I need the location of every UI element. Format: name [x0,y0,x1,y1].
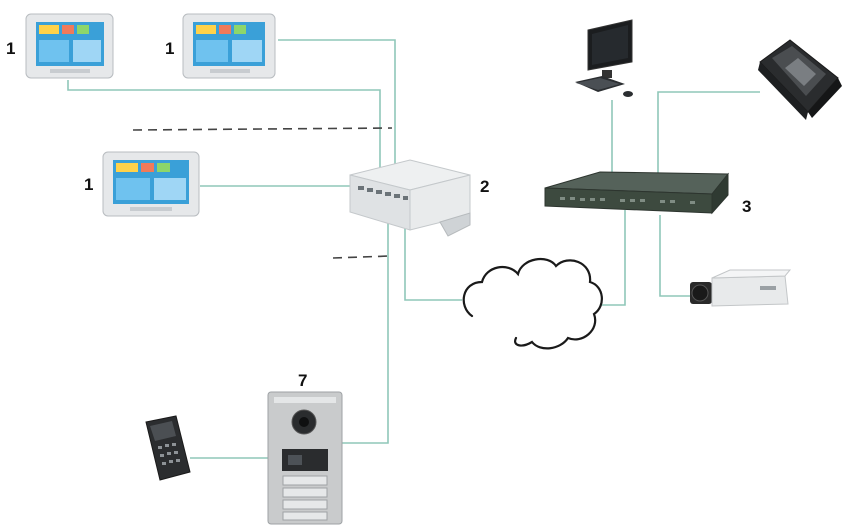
network-switch-icon [544,171,730,215]
desktop-pc-icon [575,19,633,97]
label-distributor: 2 [480,177,489,196]
cable-monitor-a [67,80,381,190]
indoor-monitor-icon [182,13,276,79]
dashed-line-lower [332,255,391,259]
cable-distributor-cloud [404,210,462,301]
cable-cloud-switch [600,210,626,306]
dashed-line-upper [132,127,393,131]
label-monitor-a: 1 [6,39,15,58]
network-cloud-icon [462,257,603,350]
cable-monitor-b [278,39,396,190]
door-station-icon [267,391,343,525]
indoor-monitor-icon [25,13,114,79]
master-station-icon [758,39,842,120]
indoor-monitor-icon [102,151,200,217]
dashed-lines [132,127,393,259]
cable-layer [67,39,760,459]
cable-switch-camera [659,215,695,297]
card-reader-icon [145,415,191,481]
label-switch: 3 [742,197,751,216]
cable-door-station [342,205,389,444]
cable-switch-master [657,91,760,180]
distributor-icon [349,159,471,237]
label-monitor-b: 1 [165,39,174,58]
label-door-station: 7 [298,371,307,390]
cloud-outline [462,257,603,350]
label-monitor-c: 1 [84,175,93,194]
ip-camera-icon [690,269,792,307]
